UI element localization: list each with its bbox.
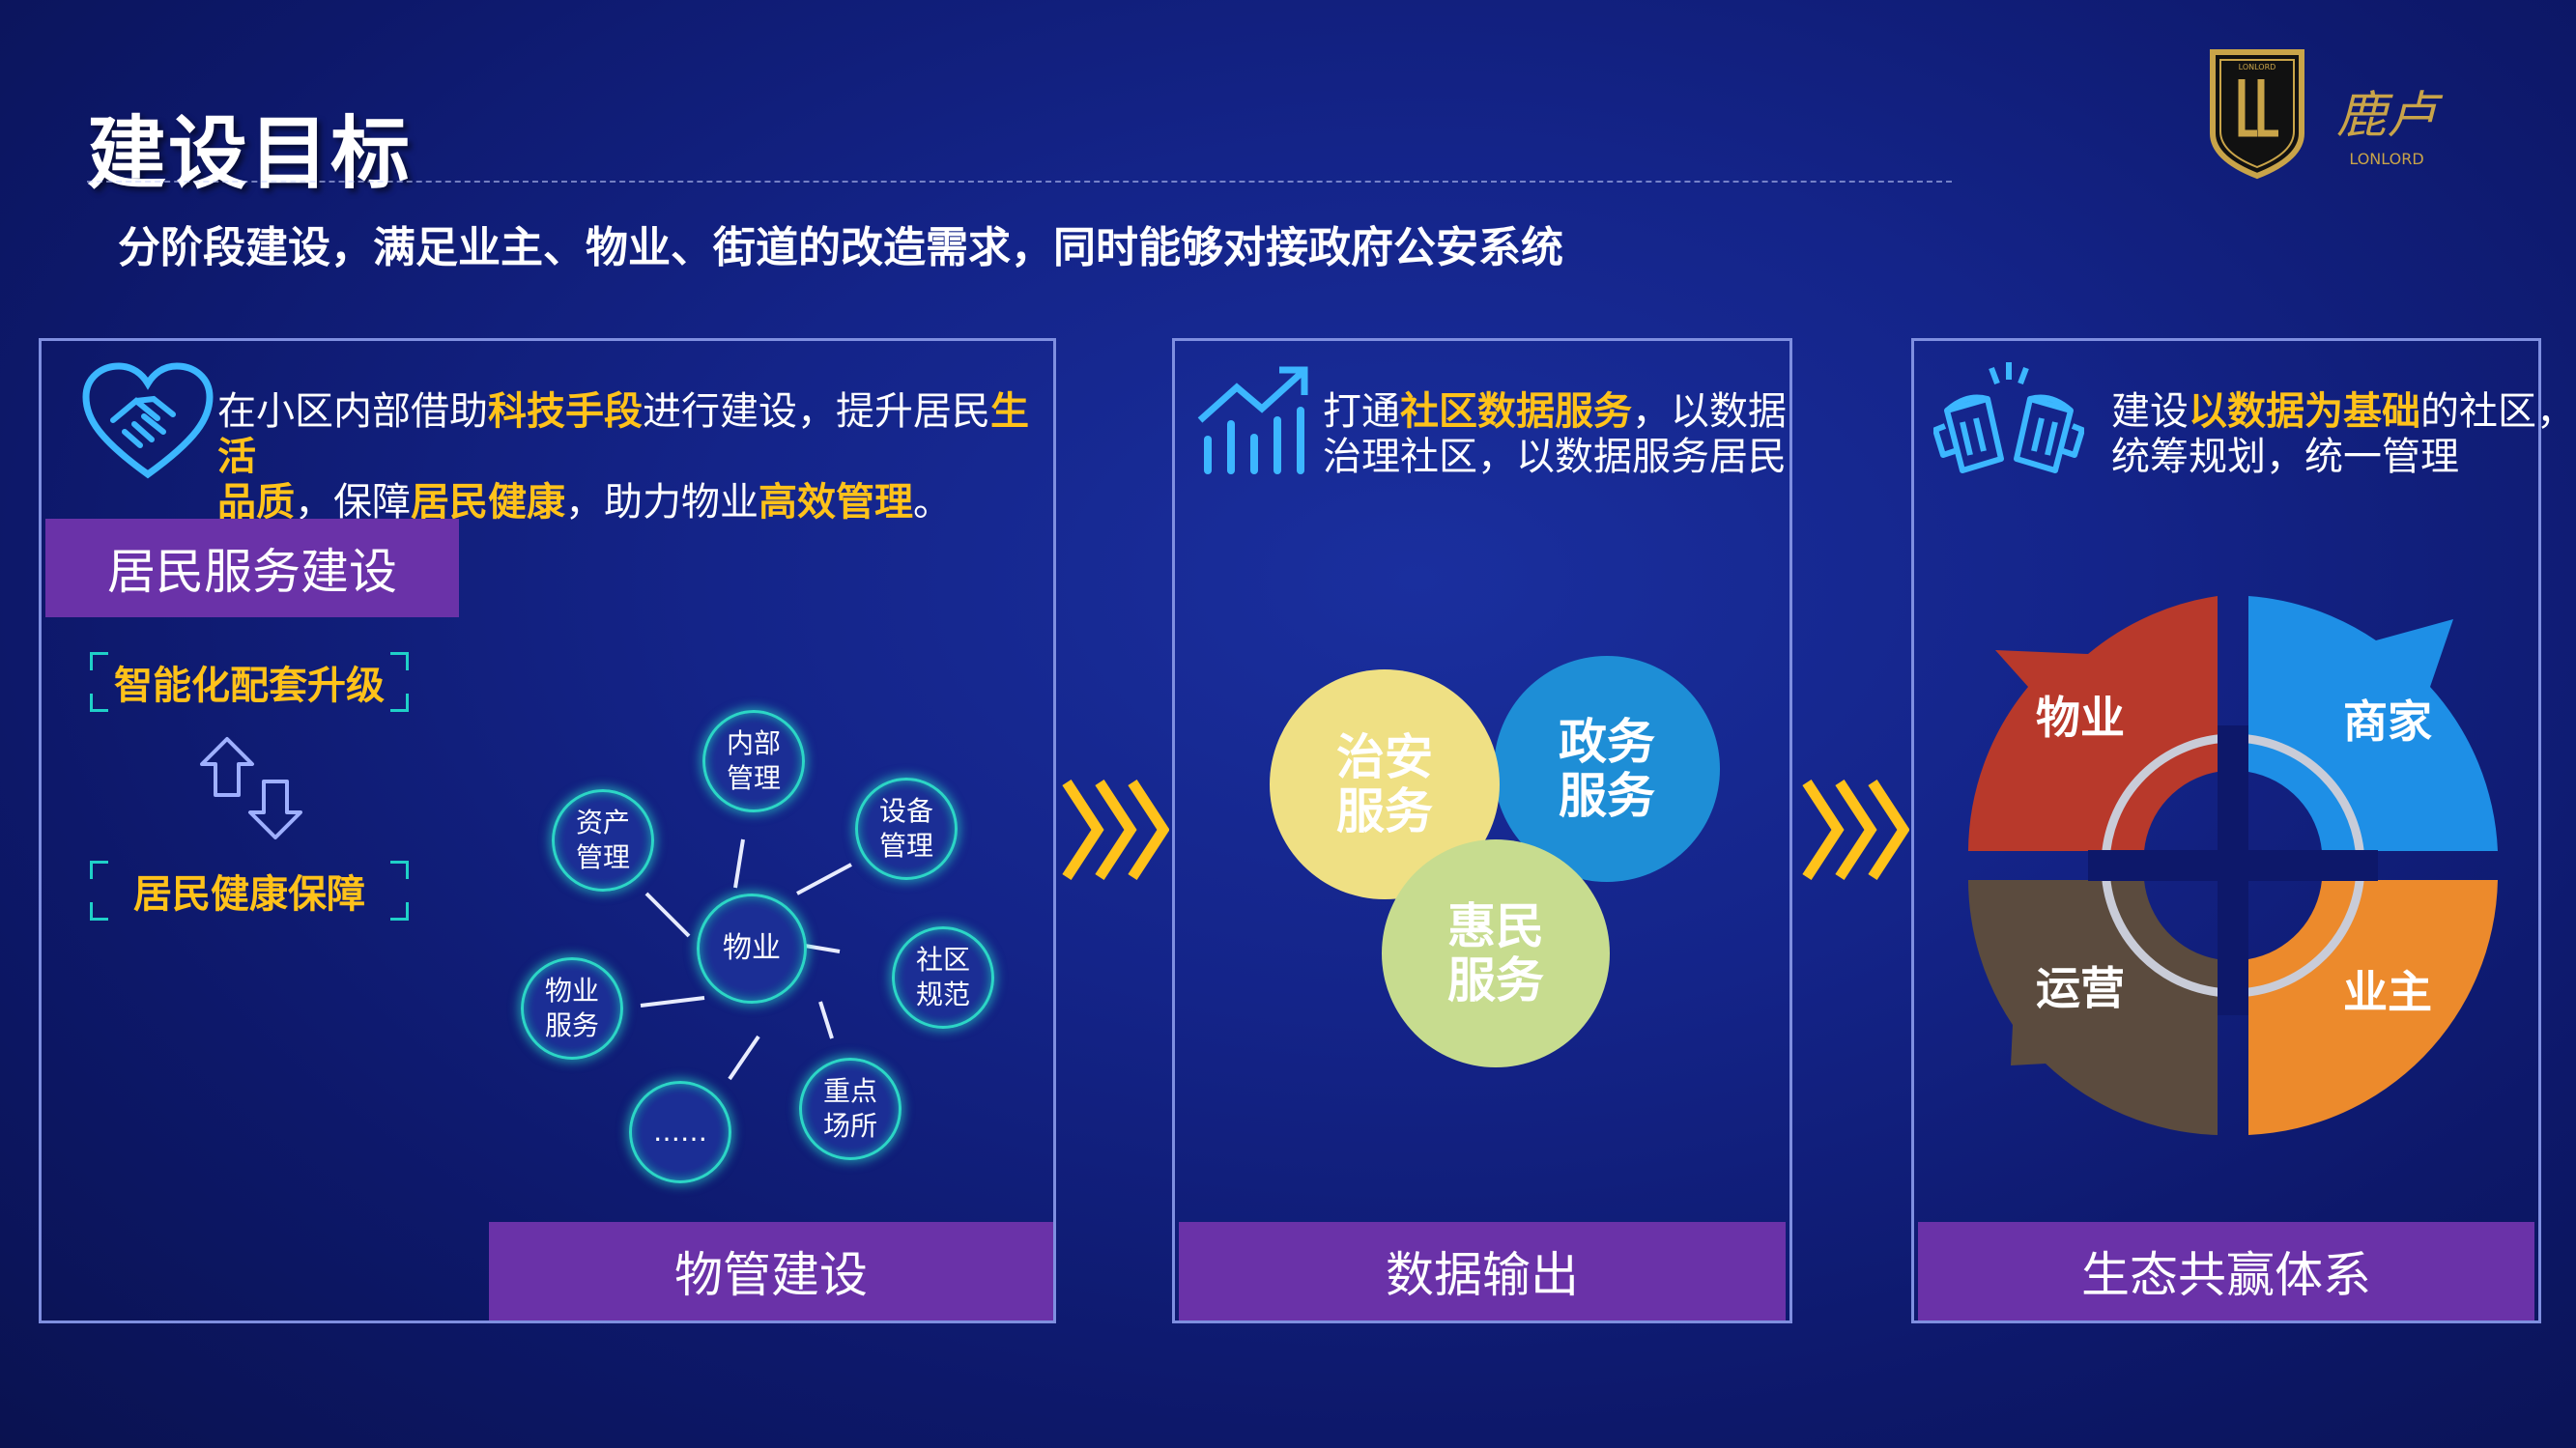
segment-owner [2248, 880, 2498, 1135]
node-property-services: 物业 服务 [521, 957, 623, 1060]
page-title: 建设目标 [87, 108, 413, 200]
panel3-footer: 生态共赢体系 [1918, 1222, 2534, 1320]
panel2-intro: 打通社区数据服务，以数据 治理社区，以数据服务居民 [1323, 389, 1787, 479]
ecosystem-ring-diagram: 物业 商家 业主 运营 [1962, 590, 2504, 1141]
cheers-mugs-icon [1932, 358, 2085, 482]
bubble-government-services: 政务 服务 [1494, 656, 1720, 882]
panel3-intro: 建设以数据为基础的社区， 统筹规划，统一管理 [2111, 389, 2575, 479]
segment-label-operation: 运营 [2036, 962, 2125, 1014]
chevron-right-triple-icon-2 [1801, 773, 1910, 887]
svg-text:LONLORD: LONLORD [2349, 150, 2423, 168]
panel1-footer: 物管建设 [489, 1222, 1053, 1320]
chevron-right-triple-icon [1061, 773, 1170, 887]
title-divider [87, 181, 1952, 183]
item-health-guarantee: 居民健康保障 [90, 861, 409, 921]
segment-property [1968, 596, 2218, 851]
node-key-places: 重点 场所 [799, 1058, 902, 1160]
node-hub-property: 物业 [697, 894, 807, 1004]
node-connector-lines [640, 838, 852, 1081]
item-smart-upgrade: 智能化配套升级 [90, 652, 409, 712]
node-community-norms: 社区 规范 [892, 926, 994, 1029]
panel1-intro: 在小区内部借助科技手段进行建设，提升居民生活 品质，保障居民健康，助力物业高效管… [217, 389, 1029, 525]
growth-chart-icon [1194, 364, 1316, 478]
bubble-benefit-services: 惠民 服务 [1382, 839, 1610, 1067]
exchange-arrows-icon [198, 735, 304, 841]
node-asset-management: 资产 管理 [552, 789, 654, 892]
brand-logo: LONLORD 鹿卢 LONLORD [2203, 41, 2454, 185]
panel-data-output: 打通社区数据服务，以数据 治理社区，以数据服务居民 政务 服务 治安 服务 惠民… [1172, 338, 1792, 1323]
panel-ecosystem: 建设以数据为基础的社区， 统筹规划，统一管理 物业 商家 业主 运营 生态共赢体… [1911, 338, 2575, 1323]
segment-label-merchant: 商家 [2343, 696, 2432, 748]
node-more: …… [629, 1081, 731, 1183]
svg-text:鹿卢: 鹿卢 [2336, 87, 2444, 145]
svg-text:LONLORD: LONLORD [2239, 63, 2276, 71]
panel-property-construction: 在小区内部借助科技手段进行建设，提升居民生活 品质，保障居民健康，助力物业高效管… [39, 338, 1056, 1323]
segment-label-property: 物业 [2036, 692, 2125, 744]
segment-operation [1968, 880, 2218, 1135]
node-equipment-management: 设备 管理 [855, 778, 958, 880]
node-internal-management: 内部 管理 [702, 710, 805, 812]
section-label-resident-services: 居民服务建设 [45, 519, 459, 617]
heart-handshake-icon [80, 360, 215, 486]
panel2-footer: 数据输出 [1179, 1222, 1786, 1320]
segment-label-owner: 业主 [2343, 966, 2432, 1018]
page-subtitle: 分阶段建设，满足业主、物业、街道的改造需求，同时能够对接政府公安系统 [118, 223, 1563, 272]
segment-merchant [2248, 596, 2498, 851]
